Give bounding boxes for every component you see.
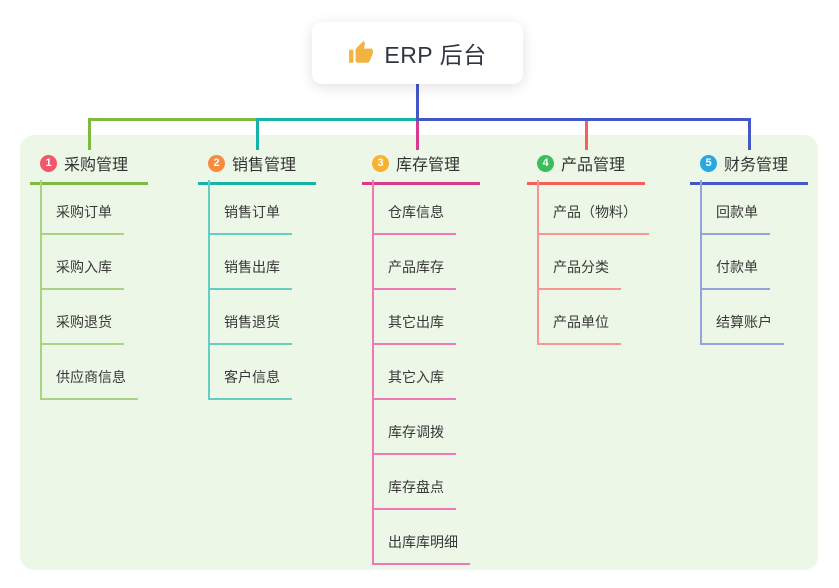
thumbs-up-icon (348, 40, 374, 66)
branch-number-badge: 3 (372, 154, 389, 172)
child-node[interactable]: 付款单 (702, 235, 770, 290)
root-node[interactable]: ERP 后台 (312, 22, 523, 84)
child-node[interactable]: 结算账户 (702, 290, 784, 345)
branch-drop-line (747, 118, 751, 150)
branch-number-badge: 4 (537, 154, 554, 172)
branch-children: 仓库信息产品库存其它出库其它入库库存调拨库存盘点出库库明细 (372, 180, 470, 565)
child-node[interactable]: 采购订单 (42, 180, 124, 235)
branch-header[interactable]: 1 采购管理 (30, 149, 148, 185)
branch-header[interactable]: 5 财务管理 (690, 149, 808, 185)
root-connector-line (415, 84, 419, 121)
branch-drop-line (255, 118, 259, 150)
child-node[interactable]: 产品单位 (539, 290, 621, 345)
branch-label: 销售管理 (232, 157, 297, 174)
branch-children: 采购订单采购入库采购退货供应商信息 (40, 180, 138, 400)
child-node[interactable]: 产品分类 (539, 235, 621, 290)
child-node[interactable]: 产品（物料） (539, 180, 649, 235)
branch-number-badge: 2 (208, 154, 225, 172)
child-node[interactable]: 销售订单 (210, 180, 292, 235)
branch-number-badge: 5 (700, 154, 717, 172)
child-node[interactable]: 其它入库 (374, 345, 456, 400)
child-node[interactable]: 其它出库 (374, 290, 456, 345)
child-node[interactable]: 销售出库 (210, 235, 292, 290)
branch-header[interactable]: 2 销售管理 (198, 149, 316, 185)
branch-header[interactable]: 3 库存管理 (362, 149, 480, 185)
branch-label: 财务管理 (724, 157, 789, 174)
bus-line (255, 118, 419, 121)
child-node[interactable]: 库存调拨 (374, 400, 456, 455)
branch-drop-line (87, 118, 91, 150)
branch-label: 库存管理 (396, 157, 461, 174)
child-node[interactable]: 采购退货 (42, 290, 124, 345)
child-node[interactable]: 库存盘点 (374, 455, 456, 510)
child-node[interactable]: 采购入库 (42, 235, 124, 290)
child-node[interactable]: 供应商信息 (42, 345, 138, 400)
branch-children: 回款单付款单结算账户 (700, 180, 784, 345)
branch-4: 4 产品管理产品（物料）产品分类产品单位 (527, 149, 649, 345)
branch-header[interactable]: 4 产品管理 (527, 149, 645, 185)
branch-2: 2 销售管理销售订单销售出库销售退货客户信息 (198, 149, 316, 400)
bus-line (415, 118, 751, 121)
child-node[interactable]: 产品库存 (374, 235, 456, 290)
bus-line (87, 118, 419, 121)
branch-label: 产品管理 (561, 157, 626, 174)
child-node[interactable]: 仓库信息 (374, 180, 456, 235)
branch-number-badge: 1 (40, 154, 57, 172)
child-node[interactable]: 出库库明细 (374, 510, 470, 565)
child-node[interactable]: 回款单 (702, 180, 770, 235)
branch-drop-line (415, 121, 419, 150)
branch-5: 5 财务管理回款单付款单结算账户 (690, 149, 808, 345)
root-label: ERP 后台 (384, 42, 487, 68)
branch-drop-line (584, 121, 588, 150)
branch-3: 3 库存管理仓库信息产品库存其它出库其它入库库存调拨库存盘点出库库明细 (362, 149, 480, 565)
branch-1: 1 采购管理采购订单采购入库采购退货供应商信息 (30, 149, 148, 400)
child-node[interactable]: 销售退货 (210, 290, 292, 345)
panel-background (20, 135, 818, 570)
branch-label: 采购管理 (64, 157, 129, 174)
branch-children: 销售订单销售出库销售退货客户信息 (208, 180, 292, 400)
branch-children: 产品（物料）产品分类产品单位 (537, 180, 649, 345)
child-node[interactable]: 客户信息 (210, 345, 292, 400)
